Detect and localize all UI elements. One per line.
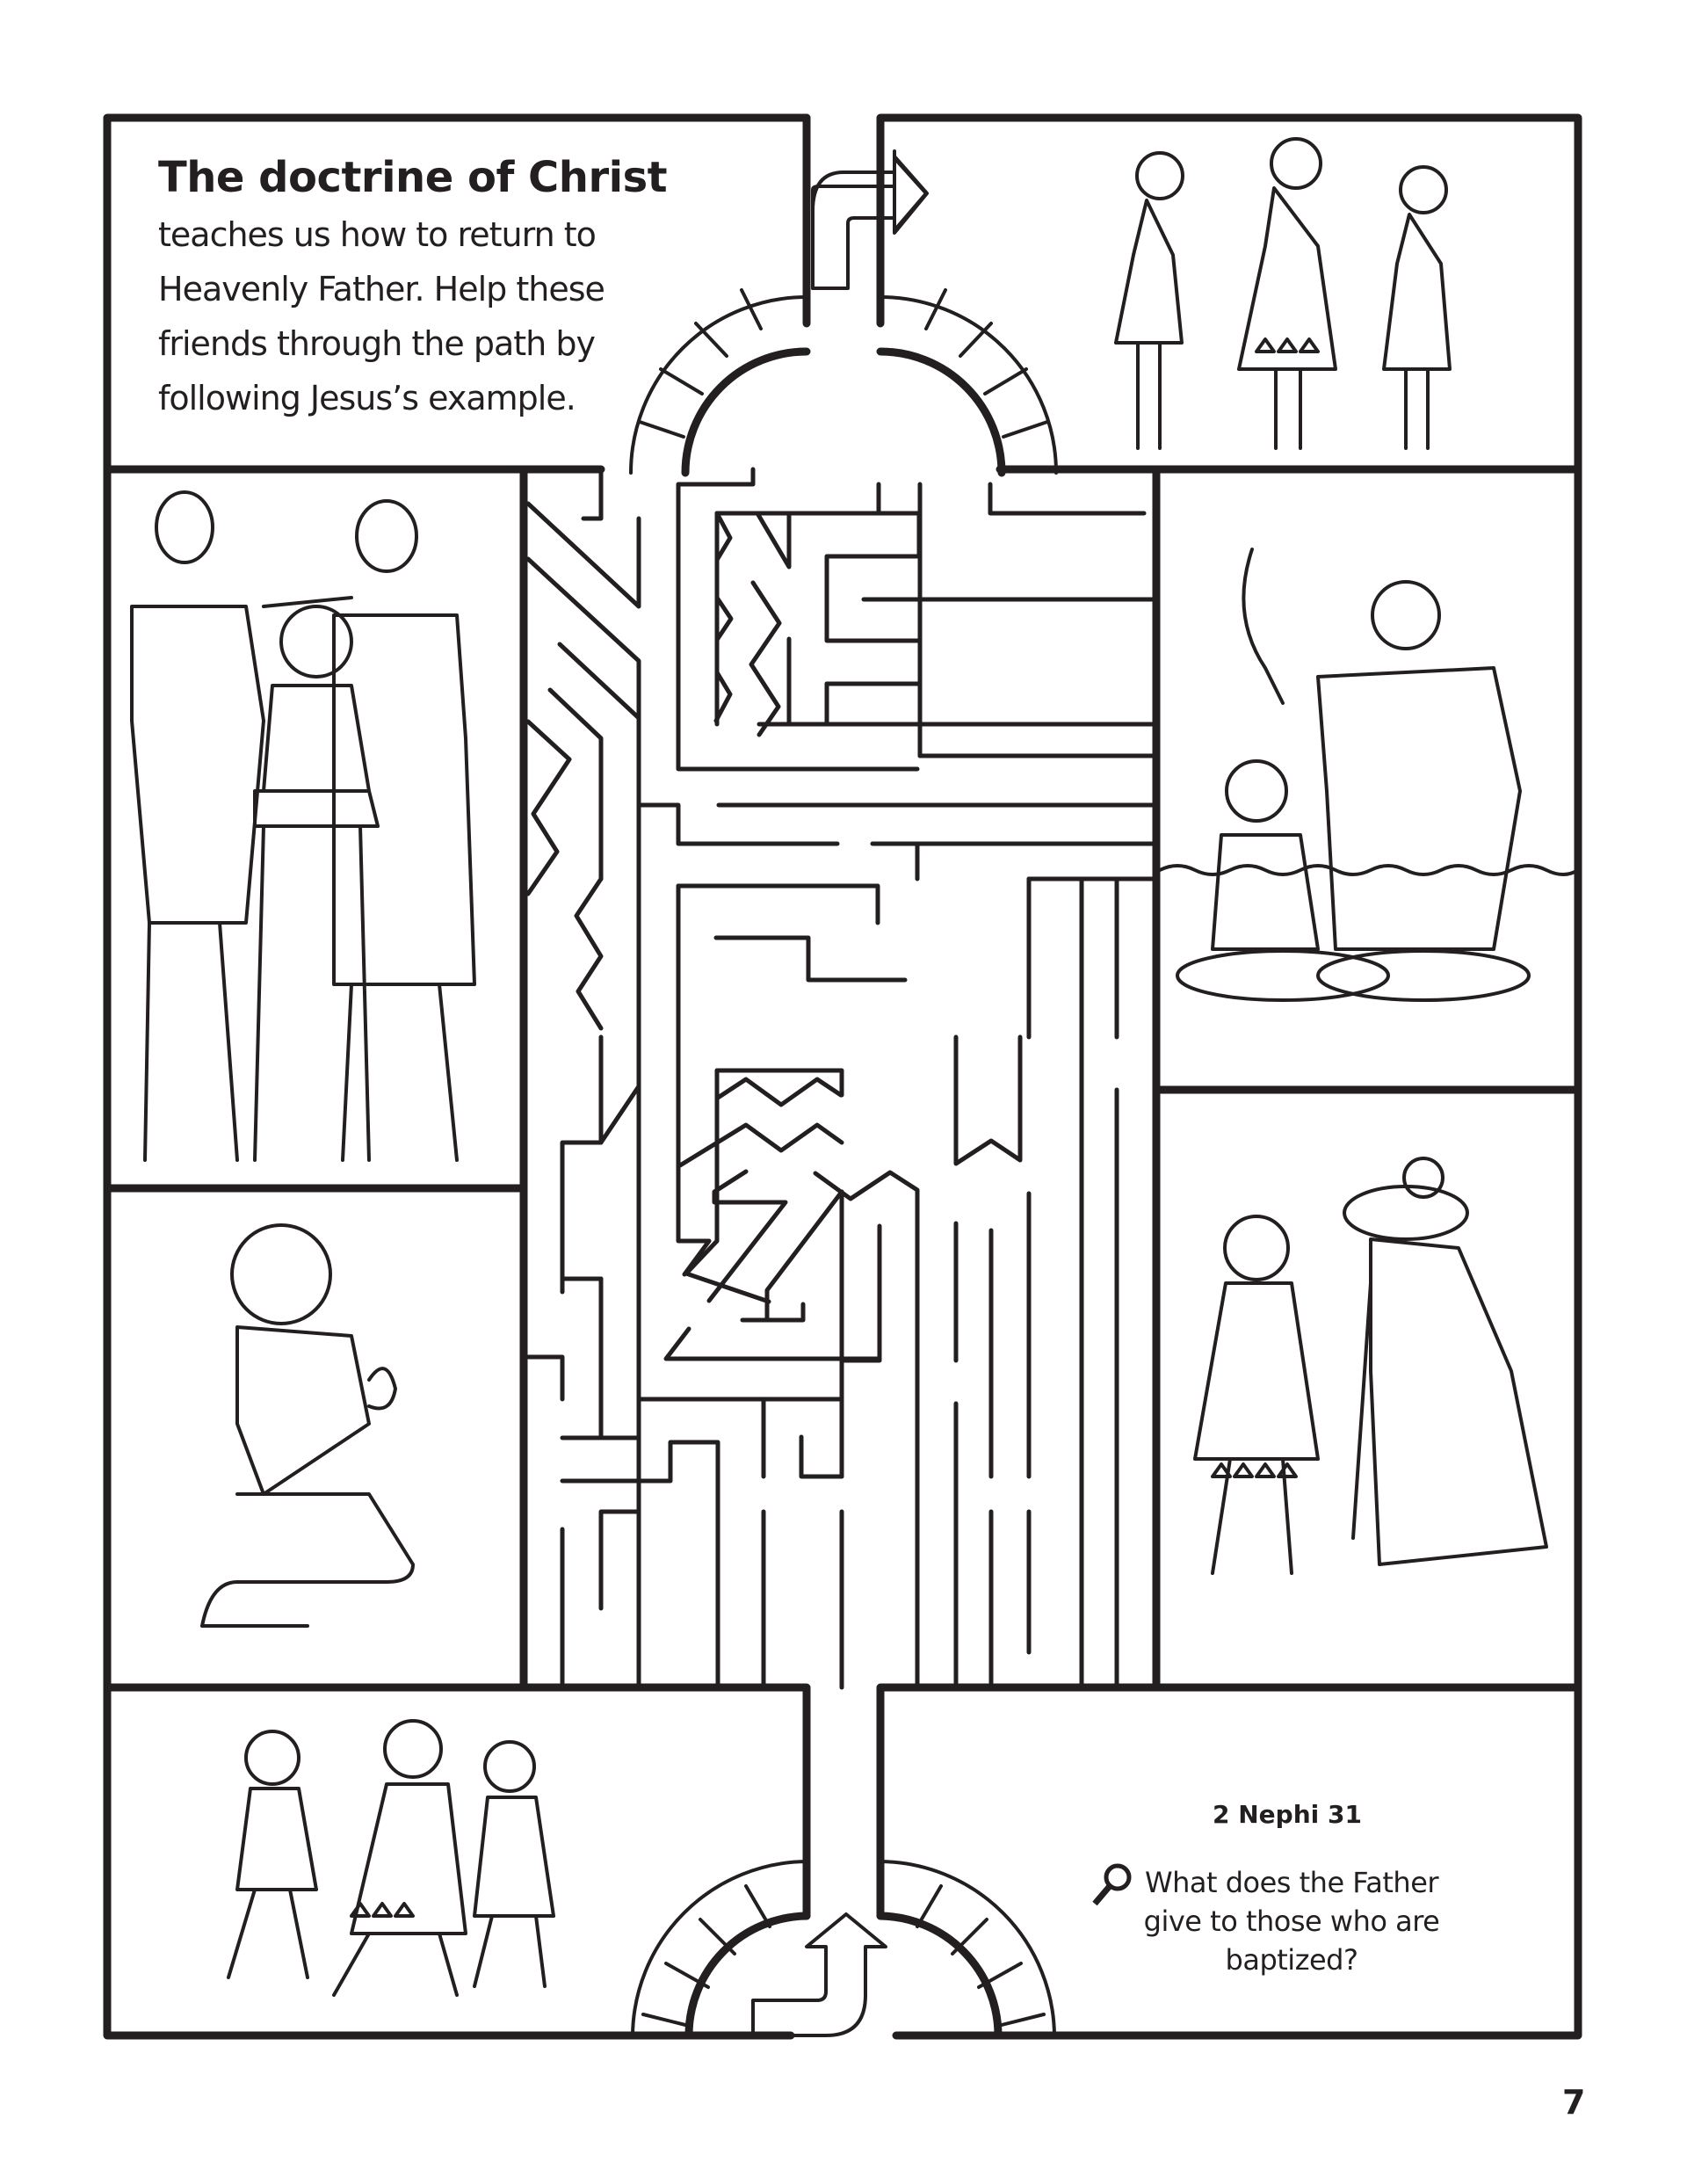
intro-text: teaches us how to return to Heavenly Fat… [158,215,605,417]
bottom-arch-right [876,1860,1056,2040]
praying-boy-illustration [200,1223,415,1628]
baptism-illustration [1158,548,1580,1002]
page-title: The doctrine of Christ [158,153,668,202]
bottom-arch-left [631,1860,811,2040]
scripture-reference: 2 Nephi 31 [1213,1800,1362,1829]
blessing-illustration [130,490,476,1162]
instructions-block: The doctrine of Christ teaches us how to… [158,151,685,425]
top-arch-right [876,288,1058,477]
page-number: 7 [1562,2083,1586,2122]
maze-walls [525,467,1159,1690]
magnifying-glass-icon [1092,1863,1132,1906]
three-children-standing-illustration [1114,137,1452,450]
three-children-walking-illustration [227,1719,555,1997]
right-arrow-icon [811,149,929,290]
top-arch-left [629,288,811,477]
helping-elderly-illustration [1193,1157,1548,1575]
study-question: What does the Father give to those who a… [1143,1866,1440,1977]
up-arrow-icon [751,1912,887,2037]
